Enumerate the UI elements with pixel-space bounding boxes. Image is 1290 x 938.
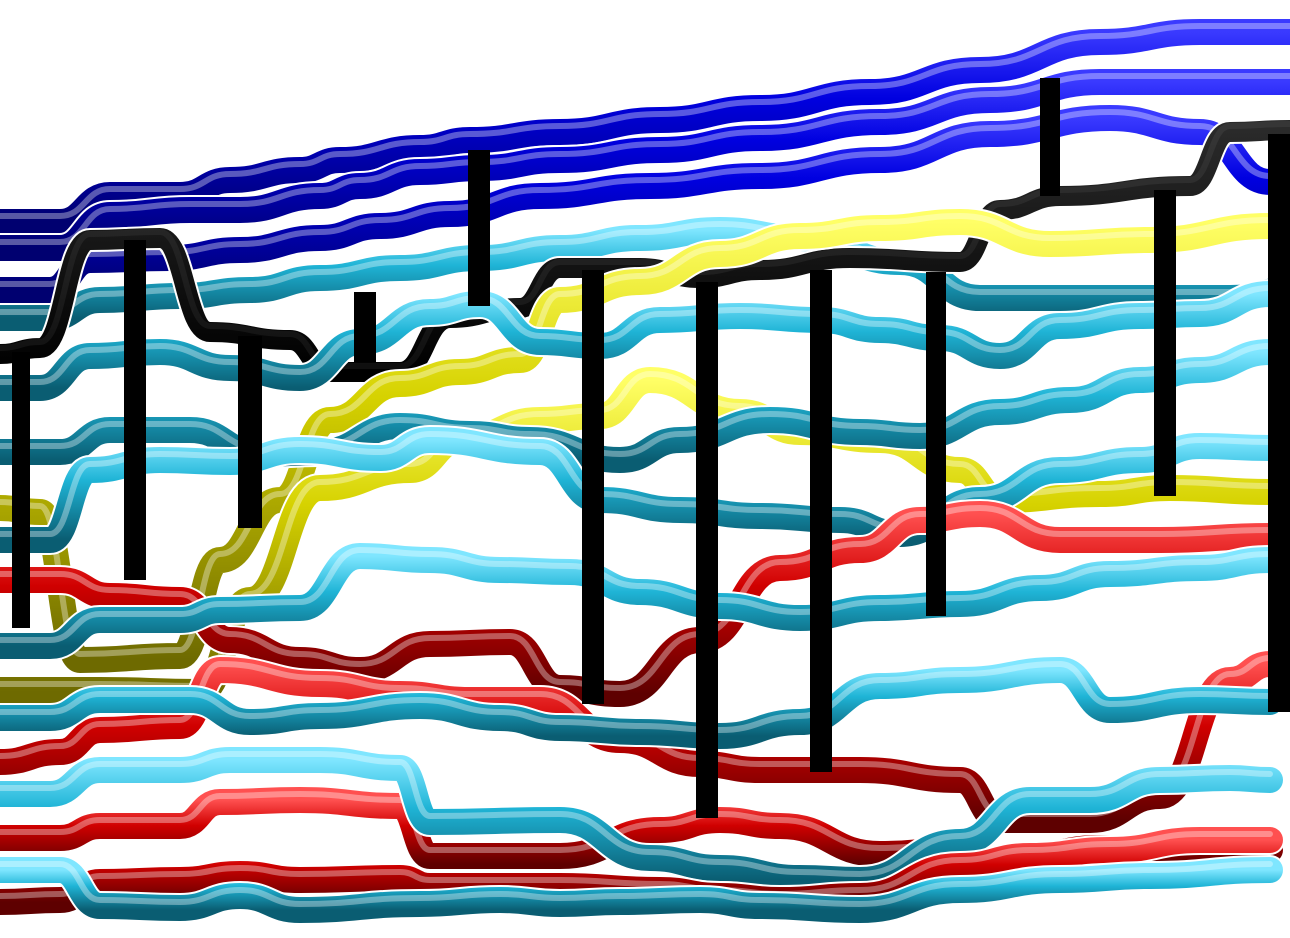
strand-highlight-yellow-1 <box>0 213 1273 657</box>
black-post-10 <box>1040 78 1060 196</box>
strand-cyan-8 <box>0 857 1283 923</box>
strand-highlight-cyan-2 <box>0 285 1273 385</box>
strand-highlight-cyan-8 <box>0 861 1273 907</box>
strand-blue-2 <box>0 68 1290 261</box>
black-post-6 <box>582 270 604 704</box>
black-post-8 <box>810 270 832 772</box>
strand-blue-top <box>0 18 1290 235</box>
black-post-2 <box>124 240 146 580</box>
black-post-11 <box>1154 190 1176 496</box>
strand-highlight-blue-top <box>0 22 1290 219</box>
strand-cyan-6 <box>0 657 1283 749</box>
strand-cyan-2 <box>0 281 1283 401</box>
strand-highlight-cyan-7 <box>0 750 1273 877</box>
strand-highlight-blue-2 <box>0 72 1290 245</box>
black-post-7 <box>696 282 718 818</box>
black-post-12 <box>1268 134 1290 712</box>
ribbon-strands <box>0 16 1290 925</box>
strand-blue-3 <box>0 105 1283 303</box>
black-post-5 <box>468 150 490 306</box>
strand-highlight-cyan-6 <box>0 661 1273 733</box>
black-post-4 <box>354 292 376 362</box>
vertical-posts <box>12 78 1290 818</box>
black-post-3 <box>238 336 262 528</box>
strand-highlight-cyan-3 <box>0 343 1273 457</box>
black-post-1 <box>12 352 30 628</box>
strand-highlight-red-4 <box>0 830 1273 899</box>
strand-yellow-1 <box>0 209 1283 673</box>
strand-cyan-7 <box>0 746 1283 893</box>
strand-cyan-3 <box>0 339 1283 473</box>
black-post-9 <box>926 272 946 616</box>
strand-highlight-blue-3 <box>0 109 1273 287</box>
strand-black-main <box>0 120 1290 383</box>
